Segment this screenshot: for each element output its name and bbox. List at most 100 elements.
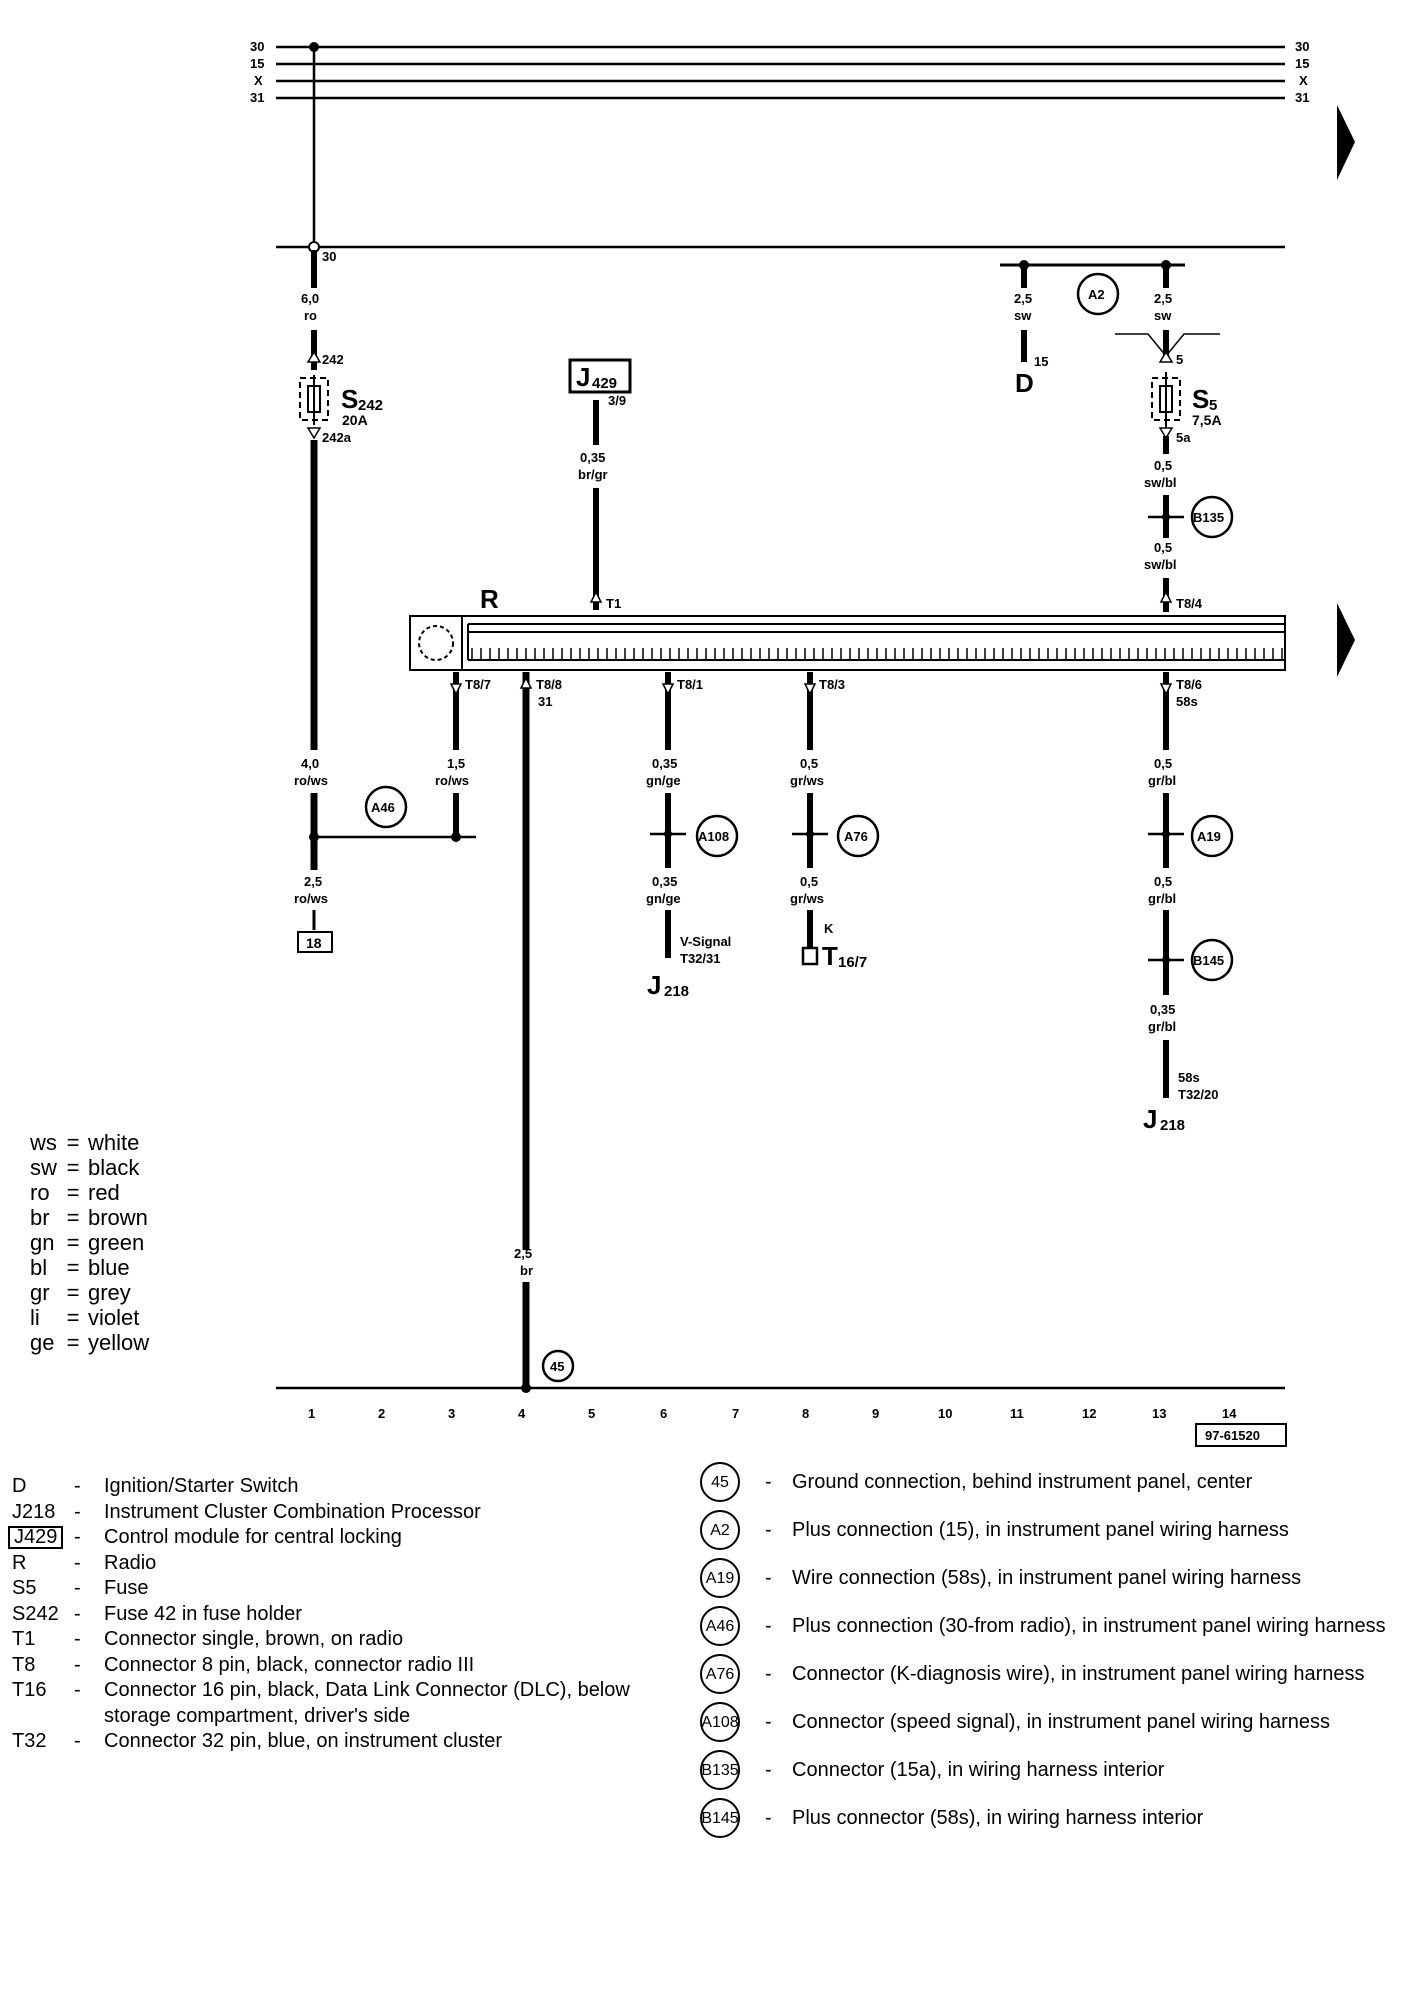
svg-text:A108: A108 (698, 829, 729, 844)
connector-item: B145-Plus connector (58s), in wiring har… (700, 1798, 1405, 1846)
svg-text:gr/bl: gr/bl (1148, 1019, 1176, 1034)
legend-name: white (88, 1130, 140, 1155)
grid-number: 5 (588, 1406, 595, 1421)
part-item: D-Ignition/Starter Switch (6, 1474, 686, 1500)
svg-text:X: X (254, 73, 263, 88)
connector-desc: Plus connector (58s), in wiring harness … (792, 1807, 1204, 1829)
svg-text:2,5: 2,5 (514, 1246, 532, 1261)
legend-item: ws=white (30, 1130, 149, 1155)
part-dash: - (74, 1500, 81, 1523)
part-item: J429-Control module for central locking (6, 1525, 686, 1551)
grid-number: 11 (1010, 1406, 1024, 1421)
connector-dash: - (765, 1615, 772, 1637)
part-item: T8-Connector 8 pin, black, connector rad… (6, 1653, 686, 1679)
part-item: T1-Connector single, brown, on radio (6, 1627, 686, 1653)
svg-text:gr/bl: gr/bl (1148, 891, 1176, 906)
j429-box (568, 358, 632, 394)
legend-name: green (88, 1230, 145, 1255)
connector-item: A19-Wire connection (58s), in instrument… (700, 1558, 1405, 1606)
connector-circle: A108 (700, 1702, 740, 1742)
part-dash: - (74, 1577, 81, 1599)
legend-code: sw (30, 1155, 57, 1180)
svg-text:J: J (1143, 1104, 1157, 1134)
svg-text:0,35: 0,35 (580, 450, 605, 465)
legend-item: ge=yellow (30, 1330, 149, 1355)
svg-text:0,5: 0,5 (1154, 540, 1172, 555)
svg-text:T8/1: T8/1 (677, 677, 703, 692)
svg-text:B135: B135 (1193, 510, 1224, 525)
legend-equals: = (66, 1305, 80, 1330)
connector-desc: Connector (K-diagnosis wire), in instrum… (792, 1663, 1365, 1685)
connector-desc: Connector (speed signal), in instrument … (792, 1711, 1331, 1733)
part-dash: - (74, 1628, 81, 1650)
svg-text:30: 30 (250, 39, 264, 54)
svg-text:0,35: 0,35 (1150, 1002, 1175, 1017)
connector-circle: A2 (700, 1510, 740, 1550)
connector-desc: Plus connection (30-from radio), in inst… (792, 1615, 1386, 1637)
svg-text:0,5: 0,5 (1154, 756, 1172, 771)
svg-text:T8/7: T8/7 (465, 677, 491, 692)
part-code: R (12, 1551, 27, 1574)
connector-desc: Plus connection (15), in instrument pane… (792, 1519, 1289, 1541)
legend-name: yellow (88, 1330, 150, 1355)
svg-text:sw/bl: sw/bl (1144, 557, 1177, 572)
legend-code: ro (30, 1180, 50, 1205)
svg-text:218: 218 (1160, 1117, 1185, 1134)
part-code: T32 (12, 1730, 47, 1752)
svg-text:242: 242 (322, 352, 344, 367)
svg-text:ro/ws: ro/ws (294, 891, 328, 906)
part-item: T16-Connector 16 pin, black, Data Link C… (6, 1678, 686, 1729)
part-dash: - (74, 1602, 81, 1625)
s242-circuit: 6,0 ro 242 S 242 20A 242a 4,0 ro/ws 2,5 … (294, 250, 476, 953)
grid-number: 1 (308, 1406, 315, 1421)
svg-text:97-61520: 97-61520 (1205, 1428, 1260, 1443)
connector-item: A46-Plus connection (30-from radio), in … (700, 1606, 1405, 1654)
part-desc: Radio (104, 1551, 157, 1574)
part-item: T32-Connector 32 pin, blue, on instrumen… (6, 1729, 686, 1755)
t88-ground-branch: T8/8 31 2,5 br (514, 672, 562, 1393)
svg-text:D: D (1015, 368, 1034, 398)
svg-text:218: 218 (664, 983, 689, 1000)
connector-item: A108-Connector (speed signal), in instru… (700, 1702, 1405, 1750)
grid-number: 7 (732, 1406, 739, 1421)
part-item: R-Radio (6, 1551, 686, 1577)
svg-text:31: 31 (538, 694, 552, 709)
part-item: S5-Fuse (6, 1576, 686, 1602)
legend-equals: = (66, 1230, 80, 1255)
svg-text:S: S (341, 384, 358, 414)
connector-dash: - (765, 1471, 772, 1493)
connector-circle: B135 (700, 1750, 740, 1790)
svg-text:gr/ws: gr/ws (790, 773, 824, 788)
svg-text:gn/ge: gn/ge (646, 773, 681, 788)
svg-text:A46: A46 (371, 800, 395, 815)
continue-arrow-top (1337, 105, 1355, 180)
svg-text:5a: 5a (1176, 430, 1191, 445)
svg-text:A19: A19 (1197, 829, 1221, 844)
part-desc: Connector 8 pin, black, connector radio … (104, 1653, 475, 1676)
figure-id: 97-61520 (1195, 1423, 1287, 1447)
connector-dash: - (765, 1807, 772, 1829)
legend-name: violet (88, 1305, 140, 1330)
svg-text:A76: A76 (844, 829, 868, 844)
part-code: J218 (12, 1500, 56, 1523)
svg-text:J: J (647, 970, 661, 1000)
svg-text:242: 242 (358, 397, 383, 414)
legend-code: ws (30, 1130, 57, 1155)
part-item: S242-Fuse 42 in fuse holder (6, 1602, 686, 1628)
svg-text:5: 5 (1176, 352, 1183, 367)
part-dash: - (74, 1475, 81, 1497)
part-dash: - (74, 1679, 81, 1701)
legend-code: li (30, 1305, 40, 1330)
grid-number: 3 (448, 1406, 455, 1421)
svg-text:sw: sw (1154, 308, 1172, 323)
t87-branch: T8/7 1,5 ro/ws (435, 672, 491, 842)
svg-text:T1: T1 (606, 596, 621, 611)
svg-text:0,5: 0,5 (1154, 458, 1172, 473)
legend-code: br (30, 1205, 50, 1230)
grid-number: 2 (378, 1406, 385, 1421)
svg-text:T8/4: T8/4 (1176, 596, 1203, 611)
svg-text:br: br (520, 1263, 533, 1278)
svg-text:30: 30 (1295, 39, 1309, 54)
